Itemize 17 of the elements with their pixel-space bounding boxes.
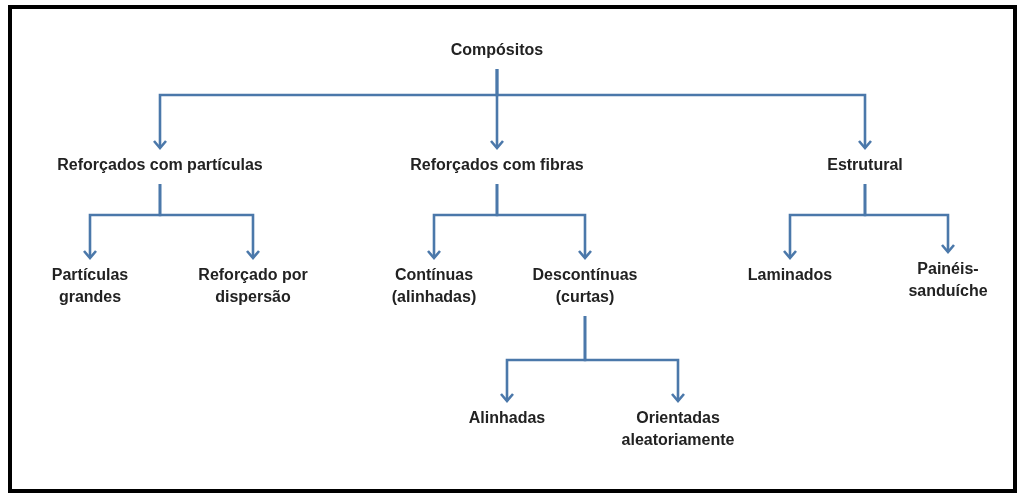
node-label: Estrutural bbox=[826, 155, 904, 175]
node-label: Compósitos bbox=[449, 40, 545, 60]
tree-connector bbox=[863, 184, 956, 254]
node-label: Reforçados com partículas bbox=[56, 155, 264, 175]
tree-connector bbox=[495, 69, 873, 150]
node-label: Reforçados com fibras bbox=[409, 155, 585, 175]
node-label: Orientadas aleatoriamente bbox=[620, 408, 736, 450]
node-label: Reforçado por dispersão bbox=[197, 265, 309, 307]
node-label: Descontínuas (curtas) bbox=[531, 265, 639, 307]
node-label: Partículas grandes bbox=[50, 265, 130, 307]
tree-connector bbox=[158, 184, 261, 260]
tree-connector bbox=[495, 184, 593, 260]
node-label: Painéis- sanduíche bbox=[907, 259, 989, 301]
tree-connector bbox=[583, 316, 686, 403]
node-label: Alinhadas bbox=[467, 408, 547, 428]
node-label: Contínuas (alinhadas) bbox=[390, 265, 478, 307]
node-label: Laminados bbox=[746, 265, 834, 285]
